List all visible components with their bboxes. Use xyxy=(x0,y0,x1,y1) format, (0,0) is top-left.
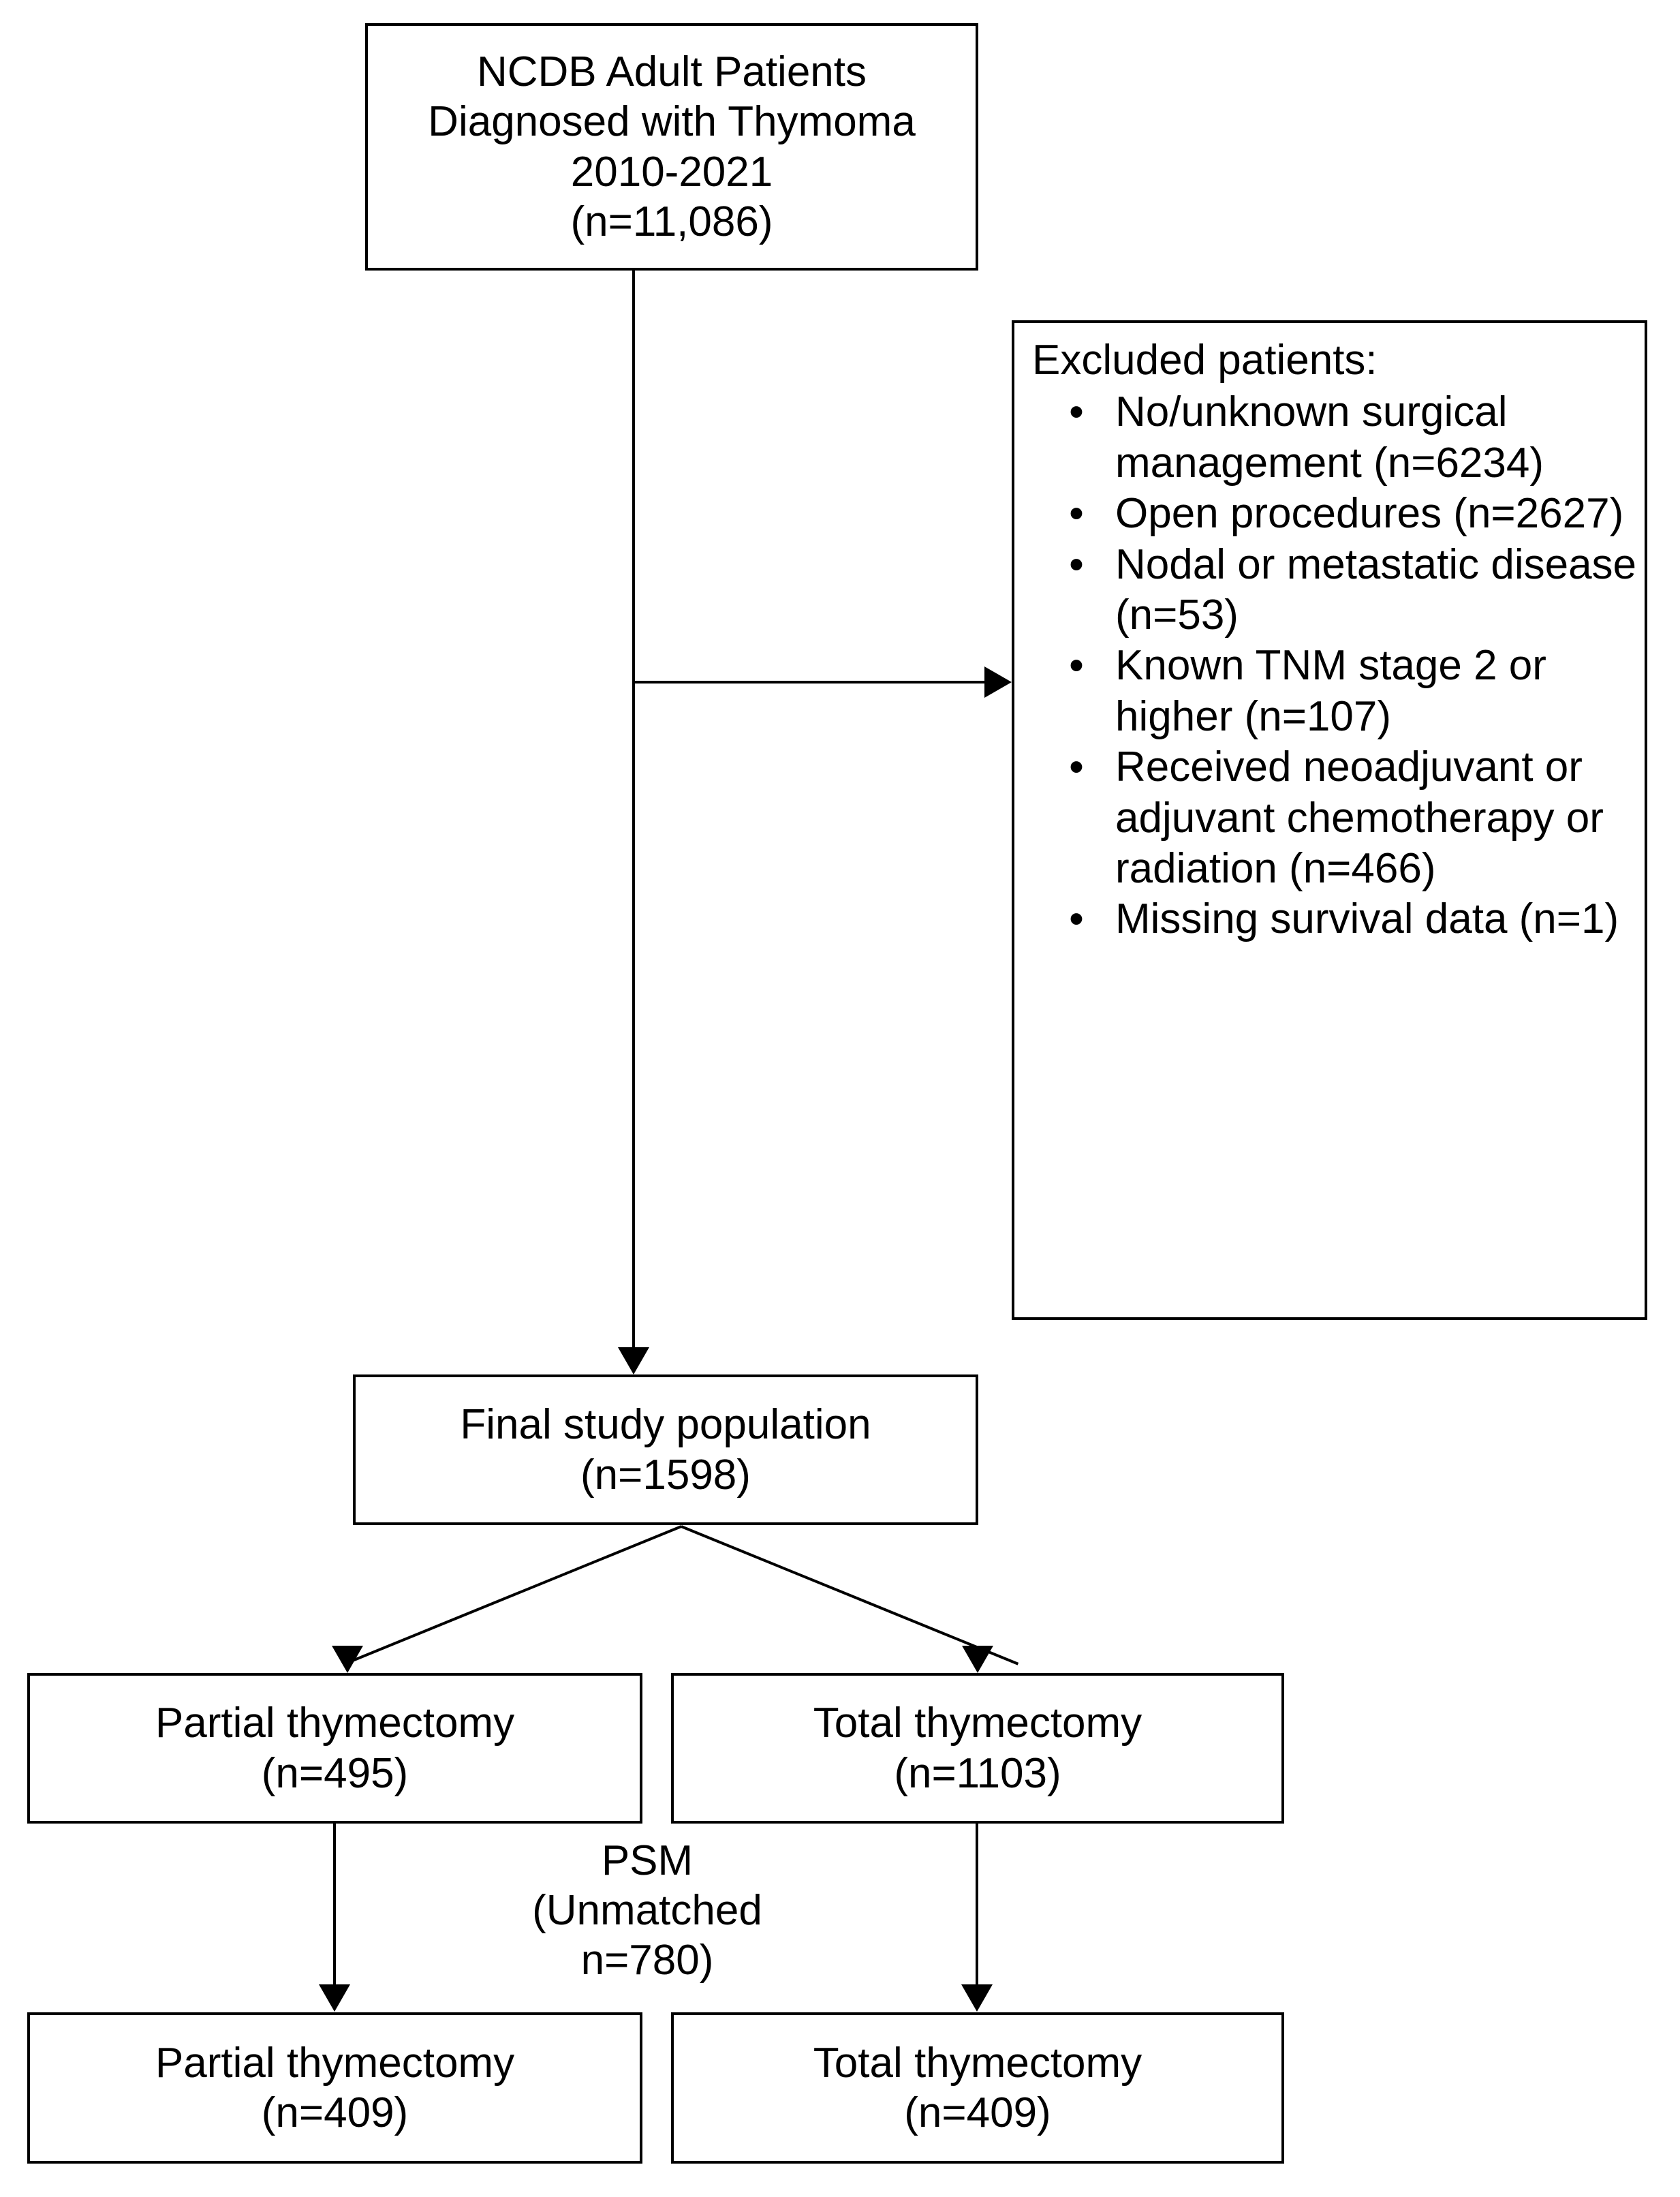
arrowhead-to-final xyxy=(618,1347,649,1374)
node-total-thymectomy-prematch: Total thymectomy (n=1103) xyxy=(671,1673,1284,1824)
excluded-item: • Received neoadjuvant or adjuvant chemo… xyxy=(1032,742,1638,894)
node-total-thymectomy-postmatch: Total thymectomy (n=409) xyxy=(671,2012,1284,2164)
excluded-item-text: Known TNM stage 2 or higher (n=107) xyxy=(1115,642,1546,740)
psm-annotation: PSM (Unmatched n=780) xyxy=(532,1837,762,1984)
partial-post-line-2: (n=409) xyxy=(261,2089,409,2136)
total-pre-line-1: Total thymectomy xyxy=(813,1700,1142,1747)
excluded-item-text: Open procedures (n=2627) xyxy=(1115,490,1624,538)
excluded-item-text: Nodal or metastatic disease (n=53) xyxy=(1115,540,1637,639)
excluded-title: Excluded patients: xyxy=(1032,337,1378,384)
connector-partial-prematch-to-postmatch xyxy=(333,1824,336,1986)
connector-final-to-partial xyxy=(343,1525,682,1665)
source-line-3: 2010-2021 xyxy=(570,148,773,196)
excluded-item-text: Missing survival data (n=1) xyxy=(1115,895,1619,943)
node-partial-thymectomy-postmatch: Partial thymectomy (n=409) xyxy=(27,2012,642,2164)
source-line-1: NCDB Adult Patients xyxy=(476,48,867,96)
excluded-item-text: Received neoadjuvant or adjuvant chemoth… xyxy=(1115,743,1604,892)
arrowhead-to-total-post xyxy=(961,1984,993,2012)
bullet-icon: • xyxy=(1069,388,1084,436)
final-line-1: Final study population xyxy=(460,1401,871,1449)
excluded-item: • Open procedures (n=2627) xyxy=(1032,489,1638,539)
bullet-icon: • xyxy=(1069,540,1084,588)
excluded-item: • No/unknown surgical management (n=6234… xyxy=(1032,387,1638,489)
source-line-4: (n=11,086) xyxy=(570,198,773,245)
partial-post-line-1: Partial thymectomy xyxy=(155,2039,515,2087)
arrowhead-to-partial-pre xyxy=(332,1646,363,1673)
node-final-population: Final study population (n=1598) xyxy=(353,1374,978,1525)
total-post-line-2: (n=409) xyxy=(904,2089,1051,2136)
bullet-icon: • xyxy=(1069,895,1084,943)
excluded-item: • Nodal or metastatic disease (n=53) xyxy=(1032,540,1638,641)
node-excluded-patients: Excluded patients: • No/unknown surgical… xyxy=(1012,320,1647,1320)
bullet-icon: • xyxy=(1069,743,1084,791)
bullet-icon: • xyxy=(1069,490,1084,538)
partial-pre-line-2: (n=495) xyxy=(261,1749,409,1797)
final-line-2: (n=1598) xyxy=(580,1451,751,1499)
connector-total-prematch-to-postmatch xyxy=(976,1824,978,1986)
arrowhead-to-partial-post xyxy=(319,1984,350,2012)
excluded-item: • Missing survival data (n=1) xyxy=(1032,894,1638,944)
node-source-cohort: NCDB Adult Patients Diagnosed with Thymo… xyxy=(365,23,978,271)
partial-pre-line-1: Partial thymectomy xyxy=(155,1700,515,1747)
bullet-icon: • xyxy=(1069,642,1084,690)
arrowhead-to-total-pre xyxy=(962,1646,993,1673)
total-post-line-1: Total thymectomy xyxy=(813,2039,1142,2087)
excluded-list: • No/unknown surgical management (n=6234… xyxy=(1032,387,1638,944)
connector-excluded-horizontal xyxy=(632,681,986,683)
total-pre-line-2: (n=1103) xyxy=(894,1749,1061,1797)
arrowhead-to-excluded xyxy=(984,666,1012,698)
excluded-item-text: No/unknown surgical management (n=6234) xyxy=(1115,388,1544,487)
connector-final-to-total xyxy=(681,1525,1019,1665)
source-line-2: Diagnosed with Thymoma xyxy=(428,98,916,146)
node-partial-thymectomy-prematch: Partial thymectomy (n=495) xyxy=(27,1673,642,1824)
excluded-item: • Known TNM stage 2 or higher (n=107) xyxy=(1032,641,1638,742)
connector-source-trunk xyxy=(632,271,635,1347)
